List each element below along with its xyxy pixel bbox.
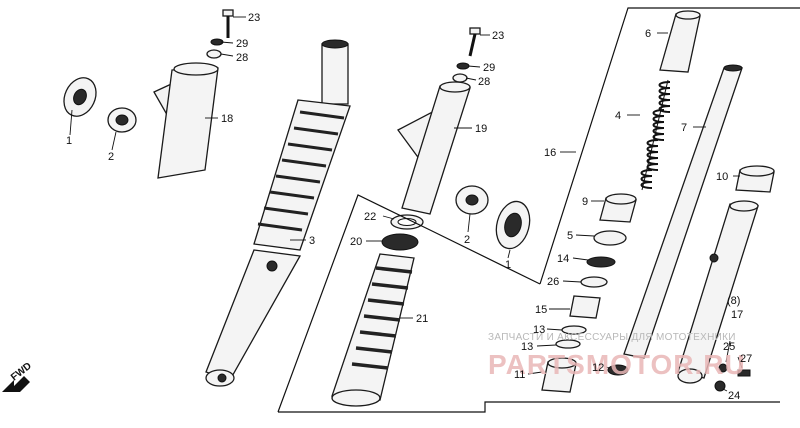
washer-28-mid bbox=[452, 73, 468, 83]
leaders-right bbox=[527, 32, 743, 392]
label-1-mid: 1 bbox=[505, 259, 511, 271]
label-12: 12 bbox=[592, 362, 604, 374]
ring-26 bbox=[580, 276, 608, 288]
washer-25 bbox=[718, 363, 728, 373]
washer-28-left bbox=[206, 49, 222, 59]
watermark-line: ЗАПЧАСТИ И АКСЕССУАРЫ ДЛЯ МОТОТЕХНИКИ bbox=[488, 332, 736, 343]
ring-13b bbox=[555, 339, 581, 349]
label-27: 27 bbox=[740, 353, 752, 365]
label-1-left: 1 bbox=[66, 135, 72, 147]
bolt-27 bbox=[737, 369, 751, 377]
label-2-left: 2 bbox=[108, 151, 114, 163]
label-19: 19 bbox=[475, 123, 487, 135]
label-24: 24 bbox=[728, 390, 740, 402]
boot-3-left bbox=[253, 99, 351, 251]
label-29-mid: 29 bbox=[483, 62, 495, 74]
bolt-23-mid bbox=[468, 27, 481, 57]
ring-20 bbox=[381, 233, 419, 251]
label-2-mid: 2 bbox=[464, 234, 470, 246]
label-8: (8) bbox=[727, 295, 740, 307]
fork-cover-18-left bbox=[157, 67, 219, 179]
label-22: 22 bbox=[364, 211, 376, 223]
washer-14 bbox=[586, 256, 616, 268]
label-26: 26 bbox=[547, 276, 559, 288]
label-11: 11 bbox=[514, 369, 525, 381]
slider-left bbox=[205, 249, 302, 381]
middle-fork-assembly bbox=[331, 27, 531, 407]
arrow-icon bbox=[2, 376, 30, 392]
label-9: 9 bbox=[582, 196, 588, 208]
label-5: 5 bbox=[567, 230, 573, 242]
label-10: 10 bbox=[716, 171, 728, 183]
label-6: 6 bbox=[645, 28, 651, 40]
washer-29-mid bbox=[456, 62, 470, 70]
label-20: 20 bbox=[350, 236, 362, 248]
pipe-6 bbox=[659, 13, 701, 73]
label-15: 15 bbox=[535, 304, 547, 316]
label-7: 7 bbox=[681, 122, 687, 134]
label-13a: 13 bbox=[533, 324, 545, 336]
inner-tube-left-top bbox=[321, 43, 349, 105]
watermark-logo: PARTSMOTOR.RU bbox=[488, 349, 746, 380]
label-28-mid: 28 bbox=[478, 76, 490, 88]
part-labels-middle: 23 29 28 19 22 20 2 1 21 bbox=[350, 30, 511, 325]
left-fork-assembly bbox=[63, 9, 351, 387]
label-16: 16 bbox=[544, 147, 556, 159]
part-labels-right: 6 4 16 7 9 10 5 14 26 15 13 13 11 12 (8)… bbox=[514, 28, 752, 402]
label-18: 18 bbox=[221, 113, 233, 125]
label-14: 14 bbox=[557, 253, 569, 265]
right-fork-assembly bbox=[541, 10, 775, 393]
label-25: 25 bbox=[723, 341, 735, 353]
label-23-mid: 23 bbox=[492, 30, 504, 42]
label-29-left: 29 bbox=[236, 38, 248, 50]
watermark: ЗАПЧАСТИ И АКСЕССУАРЫ ДЛЯ МОТОТЕХНИКИ PA… bbox=[488, 332, 746, 380]
leaders-left bbox=[69, 16, 306, 241]
part-labels-left: 23 29 28 1 2 18 3 bbox=[66, 12, 315, 247]
label-13b: 13 bbox=[521, 341, 533, 353]
ring-5 bbox=[593, 230, 627, 246]
group-frame bbox=[277, 7, 800, 413]
clip-12 bbox=[607, 364, 629, 376]
spacer-15 bbox=[569, 295, 601, 319]
label-3: 3 bbox=[309, 235, 315, 247]
label-23-left: 23 bbox=[248, 12, 260, 24]
boot-21 bbox=[331, 253, 415, 407]
washer-24 bbox=[714, 380, 726, 392]
leaders-middle bbox=[366, 34, 511, 319]
label-4: 4 bbox=[615, 110, 621, 122]
spring-4 bbox=[640, 79, 671, 191]
bolt-23-left bbox=[222, 9, 234, 38]
fwd-indicator: FWD bbox=[2, 361, 34, 392]
label-28-left: 28 bbox=[236, 52, 248, 64]
label-21: 21 bbox=[416, 313, 428, 325]
label-17: 17 bbox=[731, 309, 743, 321]
